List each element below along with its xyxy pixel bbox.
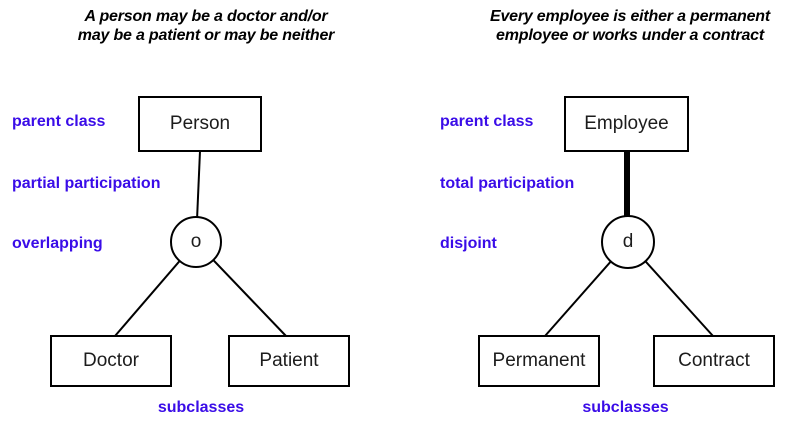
annotation-overlapping: overlapping (12, 235, 103, 252)
disjoint-circle-letter: d (622, 231, 634, 252)
left-caption-line1: A person may be a doctor and/or (84, 8, 328, 25)
overlapping-circle-letter: o (190, 231, 202, 252)
permanent-box: Permanent (478, 335, 600, 387)
overlapping-circle (170, 216, 222, 268)
person-box: Person (138, 96, 262, 152)
doctor-box: Doctor (50, 335, 172, 387)
employee-box: Employee (564, 96, 689, 152)
annotation-disjoint: disjoint (440, 235, 497, 252)
left-caption: A person may be a doctor and/or may be a… (26, 7, 386, 45)
annotation-subclasses-right: subclasses (582, 399, 669, 416)
left-caption-line2: may be a patient or may be neither (77, 27, 335, 44)
right-caption-line2: employee or works under a contract (496, 27, 764, 44)
annotation-subclasses-left: subclasses (157, 399, 245, 416)
annotation-parent-class-right: parent class (440, 113, 534, 130)
right-caption-line1: Every employee is either a permanent (489, 8, 771, 25)
contract-box: Contract (653, 335, 775, 387)
annotation-parent-class-left: parent class (12, 113, 106, 130)
right-caption: Every employee is either a permanent emp… (450, 7, 793, 45)
disjoint-circle (601, 215, 655, 269)
person-to-circle-line (196, 150, 201, 221)
patient-box: Patient (228, 335, 350, 387)
annotation-total-participation: total participation (440, 175, 575, 192)
annotation-partial-participation: partial participation (12, 175, 161, 192)
